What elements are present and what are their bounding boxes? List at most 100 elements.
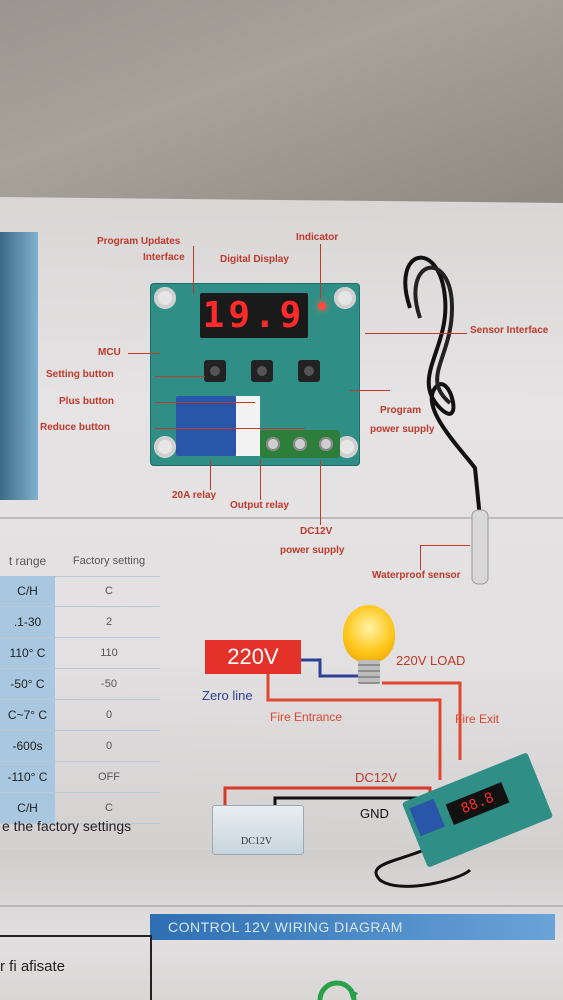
label-setting-button: Setting button: [46, 369, 114, 380]
terminal-screw: [319, 437, 333, 451]
table-cell: OFF: [98, 771, 120, 783]
refresh-icon: [317, 980, 358, 1000]
mount-hole: [336, 436, 358, 458]
paper-fold: [0, 517, 563, 519]
label-program-updates: Program Updates: [97, 236, 181, 247]
label-dc12v-wire: DC12V: [355, 770, 397, 785]
bulb-base: [358, 660, 380, 684]
table-cell: C~7° C: [0, 700, 55, 730]
label-indicator: Indicator: [296, 232, 339, 243]
table-row: 110° C 110: [0, 638, 160, 669]
set-button-graphic: [204, 360, 226, 382]
table-cell: 2: [105, 616, 113, 628]
leader-line: [155, 376, 205, 377]
plus-button-graphic: [251, 360, 273, 382]
leader-line: [365, 333, 467, 334]
terminal-block: [260, 430, 340, 458]
label-dc12v: DC12V: [300, 526, 333, 537]
relay-label-graphic: [236, 396, 260, 456]
mount-hole: [154, 436, 176, 458]
label-reduce-button: Reduce button: [40, 422, 110, 433]
indicator-led: [318, 302, 326, 310]
table-row: C/H C: [0, 576, 160, 607]
table-row: .1-30 2: [0, 607, 160, 638]
label-interface: Interface: [143, 252, 185, 263]
table-cell: 0: [105, 709, 113, 721]
label-waterproof-sensor: Waterproof sensor: [372, 570, 461, 581]
table-cell: 0: [105, 740, 113, 752]
bulb-icon: [343, 605, 395, 663]
leader-line: [260, 460, 261, 500]
product-photo-edge: [0, 232, 38, 500]
relay-20a-graphic: [176, 396, 236, 456]
leader-line: [210, 460, 211, 490]
table-row: -600s 0: [0, 731, 160, 762]
battery-label: DC12V: [241, 836, 273, 847]
leader-line: [128, 353, 160, 354]
table-row: -110° C OFF: [0, 762, 160, 793]
label-fire-exit: Fire Exit: [455, 712, 500, 726]
terminal-screw: [293, 437, 307, 451]
label-20a-relay: 20A relay: [172, 490, 217, 501]
leader-line: [155, 402, 255, 403]
leader-line: [193, 246, 194, 294]
label-fire-entrance: Fire Entrance: [270, 710, 343, 724]
mount-hole: [334, 287, 356, 309]
terminal-screw: [266, 437, 280, 451]
label-dc12v-power-supply: power supply: [280, 545, 345, 556]
label-gnd: GND: [360, 806, 389, 821]
leader-line: [350, 390, 390, 391]
mini-display: 88.8: [445, 782, 510, 825]
table-cell: -50: [101, 678, 117, 690]
table-header-cell: Factory setting: [72, 555, 146, 567]
fire-entrance-wire: [266, 674, 442, 780]
table-cell: C/H: [0, 576, 55, 606]
table-cell: C: [105, 802, 113, 814]
label-mcu: MCU: [98, 347, 121, 358]
mini-relay: [409, 798, 445, 837]
table-cell: -110° C: [0, 762, 55, 792]
leader-line: [320, 244, 321, 299]
table-cell: .1-30: [0, 607, 55, 637]
paper-fold: [0, 905, 563, 907]
table-cell: C/H: [0, 793, 55, 823]
voltage-220v-box: 220V: [205, 640, 301, 674]
label-plus-button: Plus button: [59, 396, 114, 407]
leader-line: [320, 460, 321, 525]
label-sensor-interface: Sensor Interface: [470, 325, 549, 336]
label-digital-display: Digital Display: [220, 254, 289, 265]
table-row: -50° C -50: [0, 669, 160, 700]
label-zero-line: Zero line: [202, 688, 253, 703]
table-cell: -600s: [0, 731, 55, 761]
mini-sensor-cable: [374, 838, 472, 888]
leader-line: [420, 545, 470, 546]
label-220v-load: 220V LOAD: [396, 653, 466, 668]
label-program: Program: [380, 405, 422, 416]
table-header-cell: t range: [8, 554, 47, 568]
mount-hole: [154, 287, 176, 309]
leader-line: [420, 545, 421, 570]
table-row: C/H C: [0, 793, 160, 824]
sensor-probe: [471, 509, 489, 585]
table-row: C~7° C 0: [0, 700, 160, 731]
settings-table: t range Factory setting C/H C .1-30 2 11…: [0, 546, 160, 844]
table-cell: 110° C: [0, 638, 55, 668]
sensor-cable-image: [403, 255, 489, 585]
minus-button-graphic: [298, 360, 320, 382]
table-cell: -50° C: [0, 669, 55, 699]
table-cell: 110: [100, 647, 118, 659]
label-output-relay: Output relay: [230, 500, 289, 511]
table-header-row: t range Factory setting: [0, 546, 160, 577]
table-cell: C: [105, 585, 113, 597]
box-border: [150, 935, 152, 1000]
background-wall: [0, 0, 563, 215]
fire-exit-wire: [382, 681, 462, 760]
digital-display: 19.9: [200, 293, 308, 338]
box-border: [0, 935, 152, 937]
battery-icon: DC12V: [212, 805, 304, 855]
leader-line: [155, 428, 305, 429]
table-footer: e the factory settings: [2, 818, 132, 834]
zero-line-wire: [300, 658, 358, 678]
label-program-power-supply: power supply: [370, 424, 435, 435]
wiring-diagram-banner: CONTROL 12V WIRING DIAGRAM: [150, 914, 555, 940]
